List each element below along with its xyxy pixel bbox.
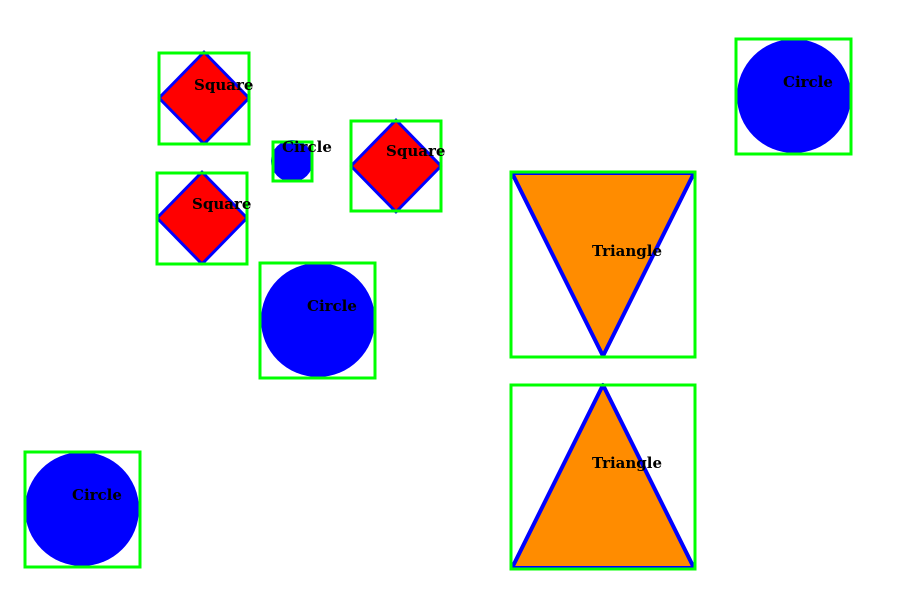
shape-label: Triangle — [592, 454, 662, 472]
square-shape — [155, 170, 249, 266]
shape-label: Triangle — [592, 242, 662, 260]
shape-square: Square — [155, 170, 251, 266]
circle-shape — [25, 452, 139, 566]
triangle-shape — [510, 383, 696, 570]
triangle-shape — [510, 171, 696, 358]
shape-label: Circle — [72, 486, 122, 504]
bounding-box — [155, 171, 249, 266]
shape-square: Square — [157, 50, 253, 146]
bounding-box — [734, 37, 853, 156]
circle-shape — [271, 140, 313, 182]
bounding-box — [509, 170, 697, 359]
bounding-box — [271, 140, 314, 183]
shape-circle: Circle — [23, 450, 142, 569]
bounding-box — [23, 450, 142, 569]
bounding-box — [509, 383, 697, 571]
circle-shape — [261, 263, 375, 377]
shape-triangle: Triangle — [509, 170, 697, 359]
square-shape — [349, 118, 443, 214]
shape-label: Circle — [282, 138, 332, 156]
shape-triangle: Triangle — [509, 383, 697, 571]
bounding-box — [258, 261, 377, 380]
shape-label: Square — [194, 76, 253, 94]
shape-circle: Circle — [258, 261, 377, 380]
bounding-box — [157, 51, 251, 146]
square-shape — [157, 50, 251, 146]
shape-label: Square — [192, 195, 251, 213]
shape-label: Circle — [783, 73, 833, 91]
shape-square: Square — [349, 118, 445, 214]
circle-shape — [737, 39, 851, 153]
shape-label: Circle — [307, 297, 357, 315]
shape-circle: Circle — [734, 37, 853, 156]
shape-circle: Circle — [271, 138, 332, 183]
bounding-box — [349, 119, 443, 213]
shape-label: Square — [386, 142, 445, 160]
